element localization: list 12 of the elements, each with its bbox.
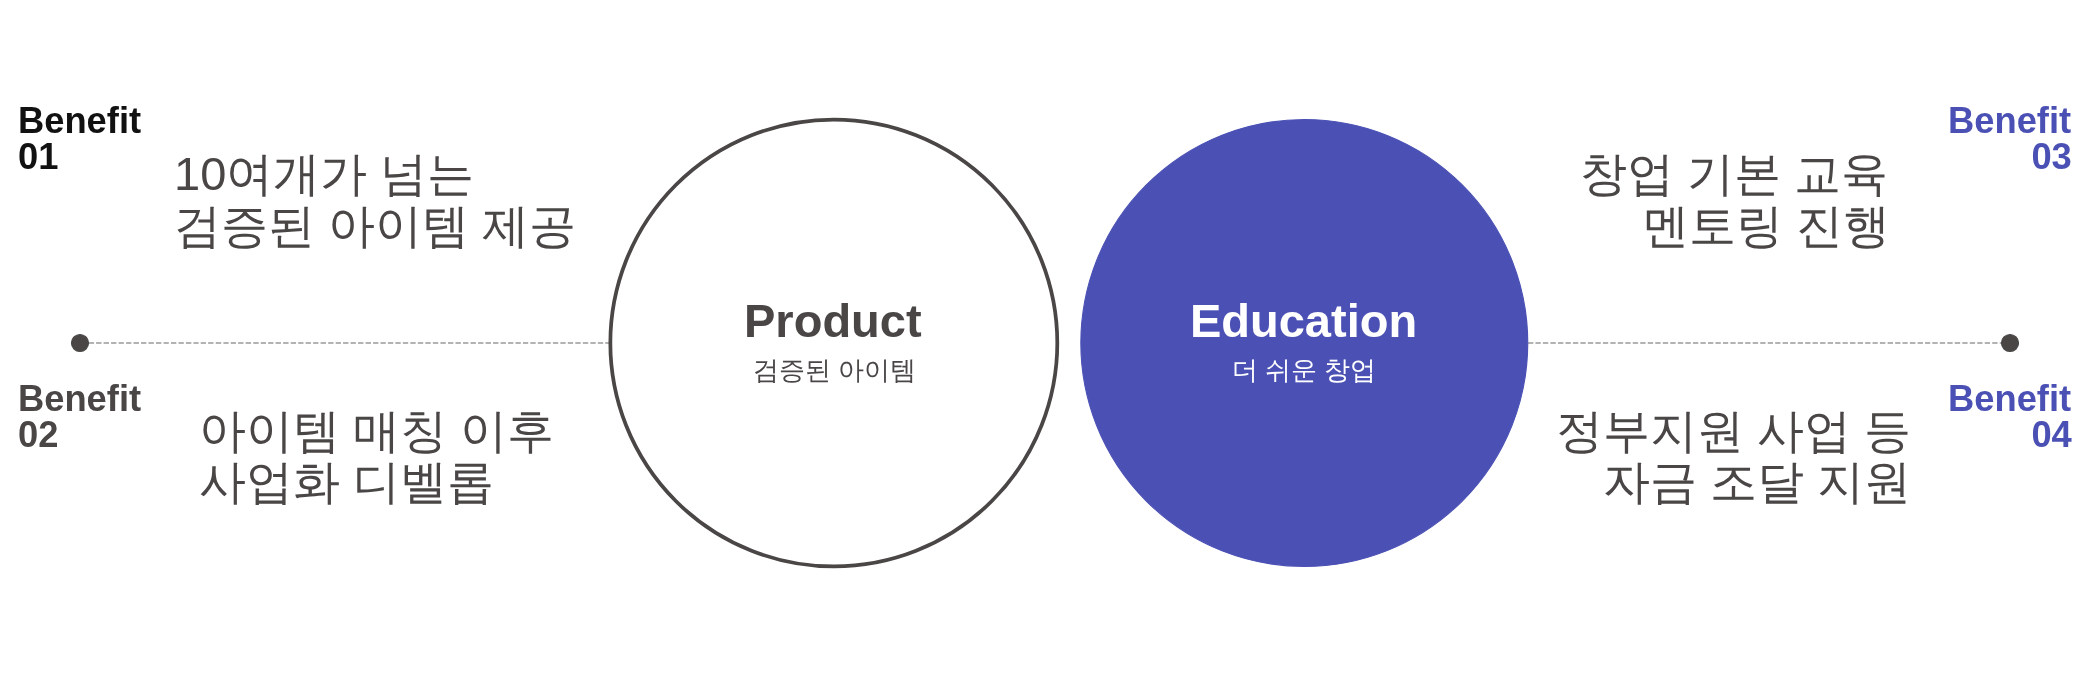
label: 정부지원 사업 등 자금 조달 지원 (1556, 403, 1912, 509)
label: 아이템 매칭 이후 사업화 디벨롭 (198, 403, 554, 509)
label: Benefit 01 (17, 99, 142, 177)
label: Benefit 02 (17, 377, 142, 455)
label: Benefit 03 (1947, 99, 2072, 177)
node-circle (2000, 333, 2020, 353)
node-circle: Product 검증된 아이템 (608, 117, 1060, 569)
node-circle: Education 더 쉬운 창업 (1080, 119, 1529, 567)
label: Benefit 04 (1947, 377, 2072, 455)
label: 창업 기본 교육 멘토링 진행 (1579, 147, 1890, 252)
node-circle (70, 333, 90, 353)
label: 10여개가 넘는 검증된 아이템 제공 (174, 147, 577, 252)
